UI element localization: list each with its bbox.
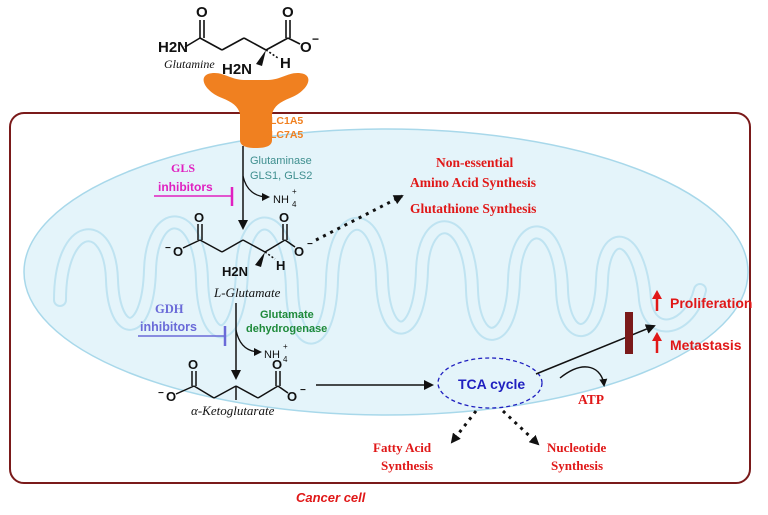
glutamate-structure: − O O O O − H2N H [165,210,313,279]
gdh-inhibitors-label-1: GDH [155,302,184,316]
fatty-acid-arrow [450,410,478,444]
glutamine-amine-group: H2N [222,61,252,78]
cancer-cell-label: Cancer cell [296,490,366,505]
glutamate-amine-group: H2N [222,264,248,279]
svg-text:−: − [300,385,306,396]
cell-membrane [9,112,751,484]
glutamine-amide-group: H2N [158,39,188,56]
gls-inhibitors-label-1: GLS [171,161,195,175]
atp-label: ATP [578,392,604,407]
glutamate-oxygen-3: O [279,210,289,225]
non-essential-label: Non-essential [436,155,513,170]
glutathione-synthesis-label: Glutathione Synthesis [410,201,536,216]
glutamate-oxygen-2: O [194,210,204,225]
glutamine-charge: − [312,32,319,46]
akg-oxygen-4: O [287,389,297,404]
amino-acid-synthesis-arrow [315,194,404,242]
svg-text:−: − [165,243,171,254]
amino-acid-synthesis-label: Amino Acid Synthesis [410,175,536,190]
membrane-exit-marker [625,312,633,354]
tca-to-outcomes-arrow [535,324,656,375]
akg-oxygen-2: O [188,357,198,372]
tca-cycle-ring [437,357,543,409]
glutamate-hydrogen: H [276,258,285,273]
mitochondrion [23,128,749,416]
alpha-ketoglutarate-label: α-Ketoglutarate [191,403,275,418]
atp-arrow [559,366,608,387]
gdh-inhibitors-label-2: inhibitors [140,320,197,334]
glutamine-label: Glutamine [164,57,215,71]
ammonia-label-1: NH 4 + [273,187,297,209]
ammonia-release-arrow-2 [235,329,262,356]
metastasis-label: Metastasis [670,337,742,353]
gdh-label-2: dehydrogenase [246,323,327,335]
tca-cycle-label: TCA cycle [458,376,525,392]
glutamine-amide-oxygen: O [196,4,208,21]
glutamine-carboxylate-oxygen: O [300,39,312,56]
glutaminase-title: Glutaminase [250,155,312,167]
svg-text:4: 4 [283,355,288,364]
fatty-acid-label-1: Fatty Acid [373,440,432,455]
gls-inhibitors-label-2: inhibitors [158,180,213,194]
nucleotide-label-2: Synthesis [551,458,603,473]
svg-text:+: + [292,187,297,196]
ammonia-label-2: NH 4 + [264,342,288,364]
nucleotide-label-1: Nucleotide [547,440,606,455]
svg-text:NH: NH [273,194,289,206]
slc-transporter [203,73,309,148]
proliferation-up-arrow-icon [652,290,662,311]
proliferation-label: Proliferation [670,295,752,311]
glutamate-oxygen-1: O [173,244,183,259]
svg-text:+: + [283,342,288,351]
glutamine-structure: H2N O O O − H2N H [158,4,319,78]
glutamate-oxygen-4: O [294,244,304,259]
svg-text:4: 4 [292,200,297,209]
glutamine-hydrogen: H [280,55,291,72]
glutaminase-isoforms: GLS1, GLS2 [250,170,312,182]
fatty-acid-label-2: Synthesis [381,458,433,473]
gdh-label-1: Glutamate [260,309,314,321]
akg-oxygen-3: O [272,357,282,372]
metastasis-up-arrow-icon [652,332,662,353]
svg-text:−: − [307,239,313,250]
svg-text:NH: NH [264,349,280,361]
ammonia-release-arrow-1 [242,175,270,201]
glutamine-carboxyl-oxygen: O [282,4,294,21]
svg-text:−: − [158,388,164,399]
transporter-label-2: SLC7A5 [263,129,303,141]
glutamate-label: L-Glutamate [213,285,281,300]
alpha-ketoglutarate-structure: − O O O O − [158,357,306,404]
transporter-label-1: SLC1A5 [263,115,303,127]
nucleotide-arrow [501,409,540,446]
akg-oxygen-1: O [166,389,176,404]
